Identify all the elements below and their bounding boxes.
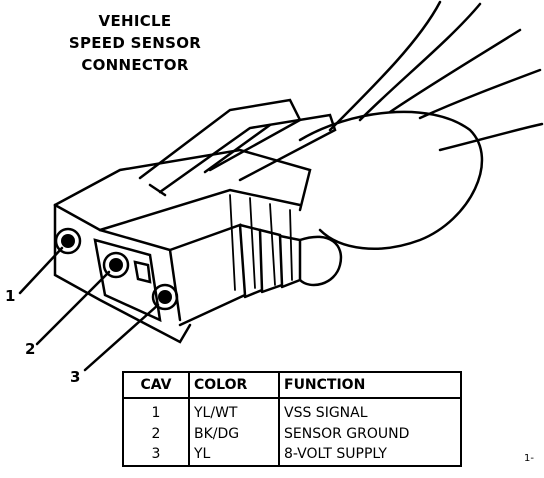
callout-1: 1 [5,287,16,305]
callout-3: 3 [70,368,81,386]
cavity-2-pin-icon [109,258,123,272]
cell-function: VSS SIGNAL [278,398,461,424]
pinout-table: CAV COLOR FUNCTION 1 YL/WT VSS SIGNAL 2 … [122,371,462,467]
corner-mark: 1- [524,453,534,464]
leader-lines [18,246,160,372]
connector-boot [298,110,484,250]
cell-color: YL [188,444,279,466]
table-row: 1 YL/WT VSS SIGNAL [123,398,461,424]
table-row: 2 BK/DG SENSOR GROUND [123,423,461,445]
header-function: FUNCTION [278,372,461,399]
connector-body [53,98,343,344]
title-line-2: SPEED SENSOR [68,34,202,52]
title-line-3: CONNECTOR [81,56,189,74]
cell-color: BK/DG [188,423,279,445]
terminal-cavities [54,227,179,311]
header-color: COLOR [188,372,279,399]
title-line-1: VEHICLE [98,12,172,30]
callout-2: 2 [25,340,36,358]
leader-line-3 [83,303,160,372]
cavity-2-icon [102,251,130,279]
cell-color: YL/WT [188,398,279,424]
table-row: 3 YL 8-VOLT SUPPLY [123,444,461,466]
cell-cav: 3 [151,446,161,463]
cell-cav: 1 [151,404,161,421]
cell-cav: 2 [151,425,161,442]
cell-function: 8-VOLT SUPPLY [278,444,461,466]
cavity-1-icon [54,227,82,255]
leader-line-2 [35,270,111,346]
leader-line-1 [18,246,64,295]
connector-ribs [229,194,293,291]
cell-function: SENSOR GROUND [278,423,461,445]
table-header-row: CAV COLOR FUNCTION [123,372,461,399]
cavity-3-pin-icon [158,290,172,304]
wire-bundle [328,0,544,152]
cavity-1-pin-icon [61,234,75,248]
cavity-3-icon [151,283,179,311]
header-cav: CAV [123,372,189,399]
